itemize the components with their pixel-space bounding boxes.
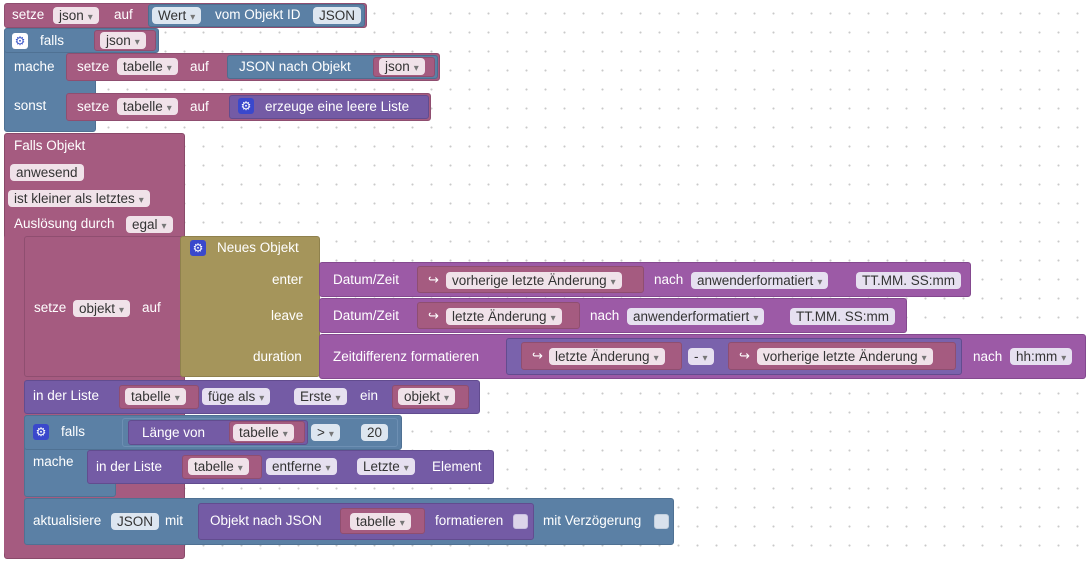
trigger-dropdown[interactable]: egal [126, 216, 173, 233]
new-object-block[interactable] [180, 236, 320, 377]
auf-label: auf [190, 59, 209, 74]
falls-label: falls [61, 424, 86, 439]
sonst-label: sonst [14, 98, 47, 113]
return-arrow-icon: ↪ [532, 348, 543, 363]
return-arrow-icon: ↪ [428, 272, 439, 287]
ein-label: ein [360, 388, 379, 403]
prev-change-dropdown[interactable]: vorherige letzte Änderung [446, 272, 622, 289]
setze-label: setze [77, 59, 110, 74]
setze-label: setze [34, 300, 67, 315]
json-arg-dropdown[interactable]: json [379, 58, 425, 75]
mit-label: mit [165, 513, 183, 528]
tabelle-dropdown[interactable]: tabelle [233, 424, 294, 441]
hhmm-dropdown[interactable]: hh:mm [1010, 348, 1073, 365]
format-field[interactable]: TT.MM. SS:mm [790, 308, 895, 325]
mache-label: mache [33, 454, 74, 469]
prev-change-dropdown[interactable]: vorherige letzte Änderung [757, 348, 933, 365]
setze-label: setze [12, 7, 45, 22]
in-list-label: in der Liste [33, 388, 100, 403]
nach-label: nach [973, 349, 1003, 364]
state-field[interactable]: anwesend [10, 164, 84, 181]
target-field[interactable]: JSON [111, 513, 160, 530]
delay-label: mit Verzögerung [543, 513, 642, 528]
datetime-label: Datum/Zeit [333, 308, 400, 323]
element-label: Element [432, 459, 482, 474]
last-change-dropdown[interactable]: letzte Änderung [446, 308, 562, 325]
var-json-dropdown[interactable]: json [53, 7, 99, 24]
return-arrow-icon: ↪ [428, 308, 439, 323]
tabelle-dropdown[interactable]: tabelle [117, 58, 178, 75]
time-diff-label: Zeitdifferenz formatieren [333, 349, 480, 364]
format-checkbox[interactable] [513, 514, 528, 529]
duration-label: duration [253, 349, 302, 364]
setze-label: setze [77, 99, 110, 114]
format-field[interactable]: TT.MM. SS:mm [856, 272, 961, 289]
compare-dropdown[interactable]: ist kleiner als letztes [8, 190, 150, 207]
remove-mode-dropdown[interactable]: entferne [266, 458, 337, 475]
auf-label: auf [190, 99, 209, 114]
event-title: Falls Objekt [14, 138, 86, 153]
objekt-dropdown[interactable]: objekt [73, 300, 131, 317]
return-arrow-icon: ↪ [739, 348, 750, 363]
format-label: formatieren [435, 513, 504, 528]
format-type-dropdown[interactable]: anwenderformatiert [691, 272, 829, 289]
json-var-dropdown[interactable]: json [100, 32, 146, 49]
update-label: aktualisiere [33, 513, 102, 528]
wert-block[interactable] [148, 4, 365, 27]
objekt-dropdown[interactable]: objekt [398, 388, 456, 405]
leave-label: leave [271, 308, 304, 323]
operator-dropdown[interactable]: > [311, 424, 340, 441]
in-list-label: in der Liste [96, 459, 163, 474]
gear-icon[interactable]: ⚙ [238, 98, 254, 114]
object-to-json-label: Objekt nach JSON [210, 513, 322, 528]
empty-list-block[interactable] [229, 95, 429, 119]
position-dropdown[interactable]: Erste [294, 388, 347, 405]
gear-icon[interactable]: ⚙ [33, 424, 49, 440]
enter-label: enter [272, 272, 303, 287]
object-id-field[interactable]: JSON [313, 7, 362, 24]
tabelle-dropdown[interactable]: tabelle [188, 458, 249, 475]
json-nach-objekt-label: JSON nach Objekt [239, 59, 351, 74]
last-change-dropdown[interactable]: letzte Änderung [549, 348, 665, 365]
position-dropdown[interactable]: Letzte [357, 458, 415, 475]
number-field[interactable]: 20 [361, 424, 389, 441]
vom-objekt-label: vom Objekt ID [215, 7, 301, 22]
wert-dropdown[interactable]: Wert [152, 7, 202, 24]
trigger-label: Auslösung durch [14, 216, 115, 231]
gear-icon[interactable]: ⚙ [12, 33, 28, 49]
event-inner-left [4, 235, 24, 555]
delay-checkbox[interactable] [654, 514, 669, 529]
datetime-label: Datum/Zeit [333, 272, 400, 287]
tabelle-dropdown[interactable]: tabelle [117, 98, 178, 115]
minus-operator-dropdown[interactable]: - [688, 348, 714, 365]
insert-mode-dropdown[interactable]: füge als [202, 388, 271, 405]
nach-label: nach [590, 308, 620, 323]
gear-icon[interactable]: ⚙ [190, 240, 206, 256]
empty-list-label: erzeuge eine leere Liste [265, 99, 410, 114]
tabelle-dropdown[interactable]: tabelle [350, 513, 411, 530]
mache-label: mache [14, 59, 55, 74]
falls-label: falls [40, 33, 65, 48]
tabelle-dropdown[interactable]: tabelle [125, 388, 186, 405]
new-object-label: Neues Objekt [217, 240, 299, 255]
auf-label: auf [142, 300, 161, 315]
length-of-label: Länge von [142, 425, 206, 440]
format-type-dropdown[interactable]: anwenderformatiert [627, 308, 765, 325]
nach-label: nach [654, 272, 684, 287]
auf-label: auf [114, 7, 133, 22]
